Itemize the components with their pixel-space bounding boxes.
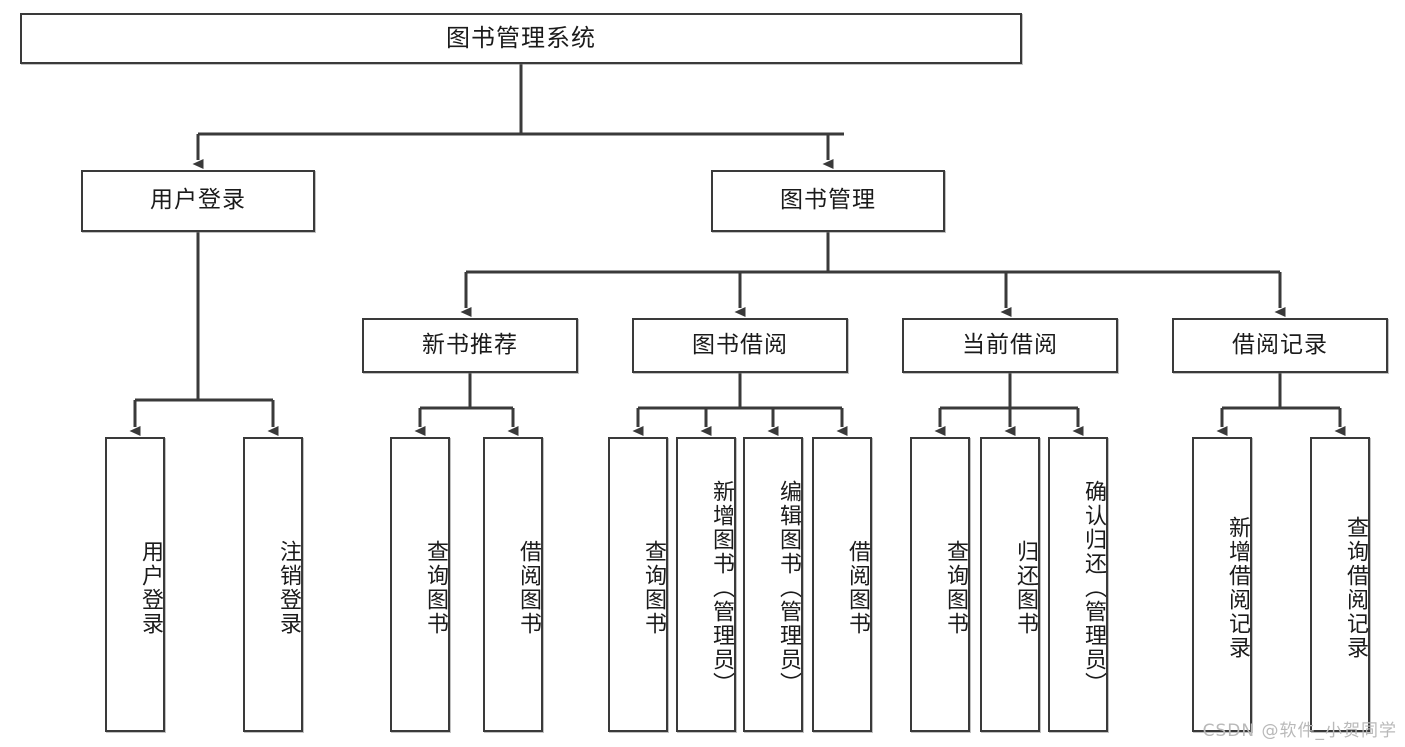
leaf-label: 注销登录 xyxy=(276,539,301,636)
leaf-label: 查询借阅记录 xyxy=(1343,515,1368,660)
leaf-label: 确认归还（管理员） xyxy=(1081,479,1106,696)
node-leaf-current-return[interactable]: 归还图书 xyxy=(980,437,1040,732)
node-leaf-rec-borrow[interactable]: 借阅图书 xyxy=(483,437,543,732)
node-leaf-current-confirm[interactable]: 确认归还（管理员） xyxy=(1048,437,1108,732)
node-borrow-record[interactable]: 借阅记录 xyxy=(1172,318,1388,373)
node-book-manage[interactable]: 图书管理 xyxy=(711,170,945,232)
node-root[interactable]: 图书管理系统 xyxy=(20,13,1022,64)
node-new-book-rec[interactable]: 新书推荐 xyxy=(362,318,578,373)
node-leaf-borrow-query[interactable]: 查询图书 xyxy=(608,437,668,732)
node-leaf-borrow-add[interactable]: 新增图书（管理员） xyxy=(676,437,736,732)
leaf-label: 新增图书（管理员） xyxy=(709,479,734,696)
node-current-borrow[interactable]: 当前借阅 xyxy=(902,318,1118,373)
leaf-label: 编辑图书（管理员） xyxy=(776,479,801,696)
node-leaf-user-login[interactable]: 用户登录 xyxy=(105,437,165,732)
node-leaf-borrow-edit[interactable]: 编辑图书（管理员） xyxy=(743,437,803,732)
node-leaf-record-add[interactable]: 新增借阅记录 xyxy=(1192,437,1252,732)
leaf-label: 借阅图书 xyxy=(516,539,541,636)
leaf-label: 用户登录 xyxy=(138,539,163,636)
node-leaf-record-query[interactable]: 查询借阅记录 xyxy=(1310,437,1370,732)
leaf-label: 归还图书 xyxy=(1013,539,1038,636)
node-leaf-borrow-lend[interactable]: 借阅图书 xyxy=(812,437,872,732)
node-book-borrow[interactable]: 图书借阅 xyxy=(632,318,848,373)
leaf-label: 借阅图书 xyxy=(845,539,870,636)
leaf-label: 查询图书 xyxy=(641,539,666,636)
node-leaf-rec-query[interactable]: 查询图书 xyxy=(390,437,450,732)
leaf-label: 查询图书 xyxy=(943,539,968,636)
node-user-login[interactable]: 用户登录 xyxy=(81,170,315,232)
node-leaf-user-logout[interactable]: 注销登录 xyxy=(243,437,303,732)
watermark: CSDN @软件_小贺同学 xyxy=(1202,721,1397,741)
leaf-label: 新增借阅记录 xyxy=(1225,515,1250,660)
node-leaf-current-query[interactable]: 查询图书 xyxy=(910,437,970,732)
leaf-label: 查询图书 xyxy=(423,539,448,636)
